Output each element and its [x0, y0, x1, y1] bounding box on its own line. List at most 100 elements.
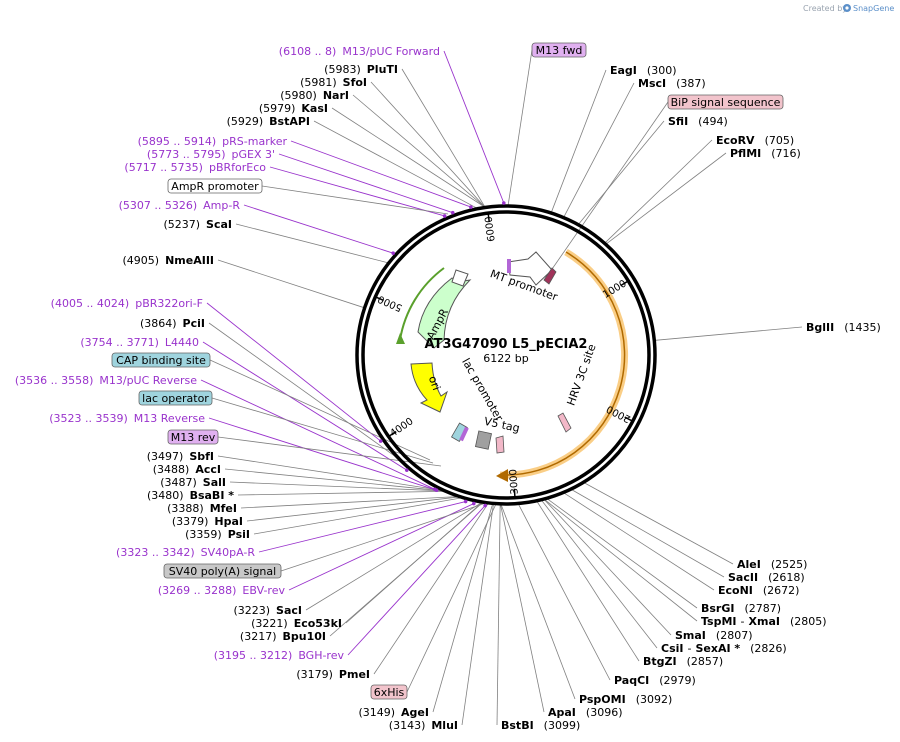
leader-line — [551, 69, 607, 213]
leader-line — [345, 502, 482, 624]
leader-line — [305, 502, 482, 611]
leader-line — [496, 504, 501, 726]
leader-line — [500, 504, 545, 713]
enzyme-name: SacII — [728, 571, 758, 584]
primer-site-mark — [469, 205, 473, 209]
primer-label: (3523 .. 3539)M13 Reverse — [49, 412, 205, 425]
leader-line — [605, 139, 713, 243]
enzyme-position: (4905) — [123, 254, 160, 267]
primer-leader-line — [347, 505, 486, 656]
restriction-site-label: BsrGI(2787) — [701, 602, 781, 615]
enzyme-position: (5979) — [259, 102, 296, 115]
primer-range: (3269 .. 3288) — [158, 584, 237, 597]
ampr-arc — [399, 267, 445, 341]
enzyme-position: (2826) — [750, 642, 787, 655]
primer-range: (5773 .. 5795) — [147, 148, 226, 161]
enzyme-name: Eco53kI — [294, 617, 342, 630]
enzyme-position: (3497) — [147, 450, 184, 463]
enzyme-name: SbfI — [189, 450, 214, 463]
restriction-site-label: (5980)NarI — [280, 89, 349, 102]
leader-line — [373, 503, 489, 675]
restriction-site-label: MscI(387) — [638, 77, 706, 90]
enzyme-position: (3092) — [636, 693, 673, 706]
restriction-site-label: (3487) SalI — [160, 476, 226, 489]
restriction-site-label: (3223)SacI — [233, 604, 302, 617]
enzyme-name: AleI — [737, 558, 761, 571]
restriction-site-label: EcoNI(2672) — [718, 584, 799, 597]
primer-range: (3754 .. 3771) — [80, 336, 159, 349]
primer-range: (3195 .. 3212) — [214, 649, 293, 662]
primer-label: (5717 .. 5735) pBRforEco — [124, 161, 266, 174]
primer-name: pBRforEco — [209, 161, 266, 174]
ruler-tick — [513, 488, 516, 498]
leader-lines — [200, 49, 803, 726]
enzyme-position: (3221) — [251, 617, 288, 630]
primer-range: (5895 .. 5914) — [138, 135, 217, 148]
enzyme-name: PluTI — [367, 63, 398, 76]
leader-line — [240, 496, 457, 509]
feature-label-box: CAP binding site — [111, 352, 211, 368]
feature-label-box: M13 fwd — [531, 42, 587, 58]
enzyme-position: (387) — [676, 77, 706, 90]
bip-signal-glyph — [543, 267, 557, 285]
enzyme-name: EcoRV — [716, 134, 755, 147]
ruler-label: 6000 — [484, 216, 498, 243]
primer-name: BGH-rev — [298, 649, 344, 662]
primer-site-mark — [442, 214, 447, 218]
restriction-site-label: (4905)NmeAIII — [123, 254, 215, 267]
leader-line — [541, 500, 658, 649]
leader-line — [571, 489, 725, 578]
snapgene-logo-icon — [843, 4, 851, 12]
leader-line — [235, 223, 388, 264]
enzyme-name: EagI — [610, 64, 637, 77]
primer-label: (5773 .. 5795)pGEX 3' — [147, 148, 275, 161]
restriction-site-label: SacII(2618) — [728, 571, 805, 584]
primer-leader-line — [243, 204, 394, 254]
primer-leader-line — [278, 153, 453, 214]
leader-line — [237, 490, 444, 496]
enzyme-name: PciI — [183, 317, 205, 330]
leader-line — [370, 81, 485, 207]
restriction-site-label: (3379)HpaI — [172, 515, 243, 528]
primer-label: (5895 .. 5914)pRS-marker — [138, 135, 288, 148]
enzyme-position: (5929) — [227, 115, 264, 128]
enzyme-name: Bpu10I — [283, 630, 327, 643]
leader-line — [584, 482, 734, 565]
leader-line — [261, 185, 449, 215]
enzyme-name: AgeI — [401, 706, 429, 719]
enzyme-name: XmaI — [749, 615, 780, 628]
primer-label: (3536 .. 3558)M13/pUC Reverse — [15, 374, 197, 387]
primer-site-mark — [450, 210, 455, 215]
ruler-tick — [375, 296, 384, 302]
backbone-outer — [355, 204, 657, 506]
ruler-tick — [624, 416, 634, 422]
restriction-site-label: (3480)BsaBI * — [147, 489, 234, 502]
enzyme-name: SfoI — [343, 76, 367, 89]
restriction-site-label: (3143)MluI — [389, 719, 458, 732]
primer-name: SV40pA-R — [201, 546, 256, 559]
enzyme-name: BsrGI — [701, 602, 734, 615]
restriction-site-label: (3488)AccI — [153, 463, 221, 476]
insert-arrowhead — [496, 469, 508, 482]
primer-label: (5307 .. 5326)Amp-R — [119, 199, 241, 212]
leader-line — [547, 498, 698, 609]
enzyme-name: KasI — [301, 102, 328, 115]
enzyme-position: (2857) — [687, 655, 724, 668]
leader-line — [544, 499, 672, 636]
primer-label: (6108 .. 8)M13/pUC Forward — [279, 45, 440, 58]
restriction-site-label: PspOMI(3092) — [579, 693, 672, 706]
enzyme-name: BstBI — [501, 719, 534, 732]
enzyme-position: (2672) — [763, 584, 800, 597]
leader-line — [507, 49, 533, 207]
primer-range: (3523 .. 3539) — [49, 412, 128, 425]
enzyme-name: SalI — [203, 476, 226, 489]
ruler-tick — [388, 430, 397, 438]
primer-site-mark — [391, 251, 395, 255]
enzyme-position: (3096) — [586, 706, 623, 719]
primer-range: (5717 .. 5735) — [124, 161, 203, 174]
enzyme-position: (3487) — [160, 476, 197, 489]
enzyme-position: (3359) — [185, 528, 222, 541]
enzyme-name: SfiI — [668, 115, 688, 128]
feature-label: AmpR promoter — [171, 180, 259, 193]
enzyme-position: (3217) — [240, 630, 277, 643]
